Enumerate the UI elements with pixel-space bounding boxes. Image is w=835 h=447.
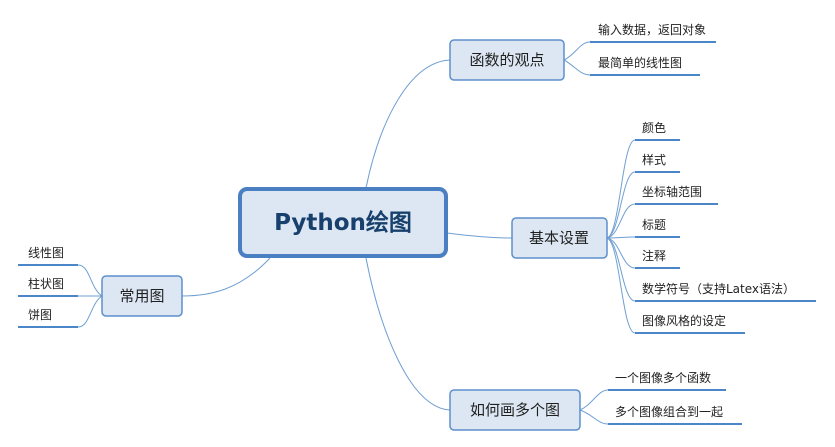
leaf-node-basic-5[interactable]: 注释 (635, 248, 680, 269)
leaf-node-viewpoint-1[interactable]: 输入数据，返回对象 (590, 22, 716, 43)
connector-basic-leaf-4 (606, 236, 636, 239)
connector-basic-leaf-3 (606, 203, 636, 239)
leaf-label: 多个图像组合到一起 (615, 404, 723, 419)
topic-label-viewpoint: 函数的观点 (469, 51, 544, 69)
connector-basic-leaf-7 (606, 237, 636, 334)
connector-basic-leaf-1 (606, 139, 636, 239)
leaf-label: 颜色 (642, 120, 666, 135)
connector-central-to-viewpoint (365, 59, 451, 189)
topic-label-multiple-plots: 如何画多个图 (470, 401, 560, 419)
topic-node-viewpoint[interactable]: 函数的观点 (449, 39, 565, 81)
leaf-label: 数学符号（支持Latex语法） (642, 281, 795, 296)
leaf-node-basic-1[interactable]: 颜色 (635, 120, 680, 141)
connector-viewpoint-leaf-1 (563, 41, 591, 61)
topic-node-common-charts[interactable]: 常用图 (101, 275, 183, 317)
leaf-label: 标题 (642, 218, 666, 232)
connector-basic-leaf-6 (606, 237, 636, 302)
connector-common-leaf-1 (77, 264, 103, 297)
leaf-label: 样式 (642, 152, 666, 167)
leaf-node-common-2[interactable]: 柱状图 (18, 276, 78, 297)
connector-basic-leaf-2 (606, 171, 636, 239)
leaf-node-basic-2[interactable]: 样式 (635, 152, 680, 173)
leaf-label: 注释 (642, 248, 666, 263)
connector-central-to-common-charts (181, 257, 271, 297)
connector-central-to-multiple-plots (365, 257, 451, 411)
leaf-label: 坐标轴范围 (642, 184, 702, 199)
leaf-node-common-1[interactable]: 线性图 (18, 246, 78, 266)
leaf-node-basic-3[interactable]: 坐标轴范围 (635, 184, 718, 205)
leaf-node-basic-6[interactable]: 数学符号（支持Latex语法） (635, 281, 816, 302)
leaf-node-multi-2[interactable]: 多个图像组合到一起 (608, 404, 742, 425)
leaf-label: 饼图 (28, 308, 52, 322)
connector-multi-leaf-1 (579, 389, 609, 411)
leaf-label: 线性图 (28, 246, 64, 260)
topic-node-multiple-plots[interactable]: 如何画多个图 (449, 389, 581, 431)
leaf-node-common-3[interactable]: 饼图 (18, 308, 78, 328)
leaf-label: 输入数据，返回对象 (598, 22, 706, 37)
topic-label-basic-settings: 基本设置 (529, 229, 589, 247)
topic-node-basic-settings[interactable]: 基本设置 (511, 217, 608, 259)
topic-label-common-charts: 常用图 (119, 287, 164, 305)
connector-central-to-basic-settings (446, 232, 513, 239)
leaf-label: 柱状图 (28, 276, 64, 291)
leaf-node-basic-4[interactable]: 标题 (635, 218, 680, 238)
leaf-label: 一个图像多个函数 (615, 370, 711, 385)
leaf-node-viewpoint-2[interactable]: 最简单的线性图 (590, 55, 700, 76)
leaf-node-multi-1[interactable]: 一个图像多个函数 (608, 370, 726, 391)
connector-multi-leaf-2 (579, 409, 609, 425)
central-topic-label: Python绘图 (274, 209, 412, 236)
leaf-node-basic-7[interactable]: 图像风格的设定 (635, 313, 745, 334)
connector-viewpoint-leaf-2 (563, 59, 591, 76)
central-topic-node[interactable]: Python绘图 (238, 187, 448, 258)
leaf-label: 最简单的线性图 (598, 55, 682, 70)
leaf-label: 图像风格的设定 (642, 313, 726, 328)
connector-common-leaf-3 (77, 295, 103, 328)
